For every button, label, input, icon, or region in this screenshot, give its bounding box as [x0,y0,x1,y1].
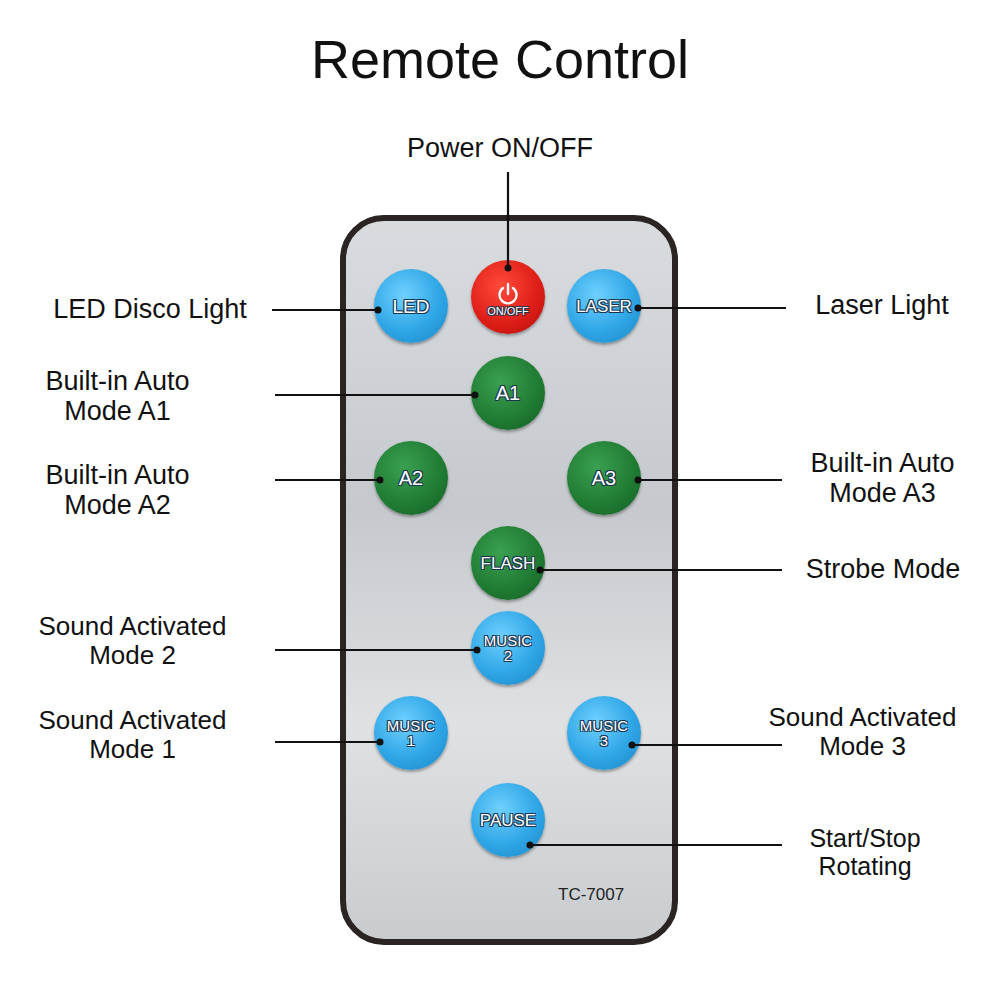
diagram-title: Remote Control [0,28,1000,90]
power-symbol [495,282,521,306]
button-label: A3 [571,468,637,488]
annotation-label: LED Disco Light [20,294,280,324]
annotation-label: Built-in Auto Mode A2 [10,460,225,520]
button-label: FLASH [475,555,541,572]
remote-button: FLASH [471,526,545,600]
annotation-label: Laser Light [782,290,982,320]
remote-button: MUSIC 2 [471,611,545,685]
annotation-label: Built-in Auto Mode A3 [775,448,990,508]
model-number: TC-7007 [558,885,624,905]
annotation-label: Sound Activated Mode 3 [745,703,980,761]
button-label: MUSIC 2 [475,633,541,663]
remote-button: PAUSE [471,783,545,857]
annotation-label: Strobe Mode [778,554,988,584]
button-label: PAUSE [475,812,541,829]
power-button: ON/OFF [471,260,545,334]
remote-button: A1 [471,356,545,430]
remote-button: LASER [567,269,641,343]
button-label: A1 [475,383,541,403]
annotation-label: Power ON/OFF [350,133,650,163]
button-label: MUSIC 3 [571,718,637,748]
remote-button: LED [374,269,448,343]
annotation-label: Built-in Auto Mode A1 [10,366,225,426]
button-label: MUSIC 1 [378,718,444,748]
remote-button: MUSIC 1 [374,696,448,770]
remote-body: TC-7007 LED ON/OFF LASER A1A2 A3FLASH MUSIC 2 M… [340,215,678,945]
annotation-label: Sound Activated Mode 2 [15,612,250,670]
button-label: LASER [571,298,637,315]
annotation-label: Start/Stop Rotating [785,824,945,880]
button-label: LED [378,297,444,316]
remote-button: MUSIC 3 [567,696,641,770]
button-label: A2 [378,468,444,488]
annotation-label: Sound Activated Mode 1 [15,706,250,764]
remote-button: A2 [374,441,448,515]
remote-button: A3 [567,441,641,515]
button-label: ON/OFF [475,306,541,317]
